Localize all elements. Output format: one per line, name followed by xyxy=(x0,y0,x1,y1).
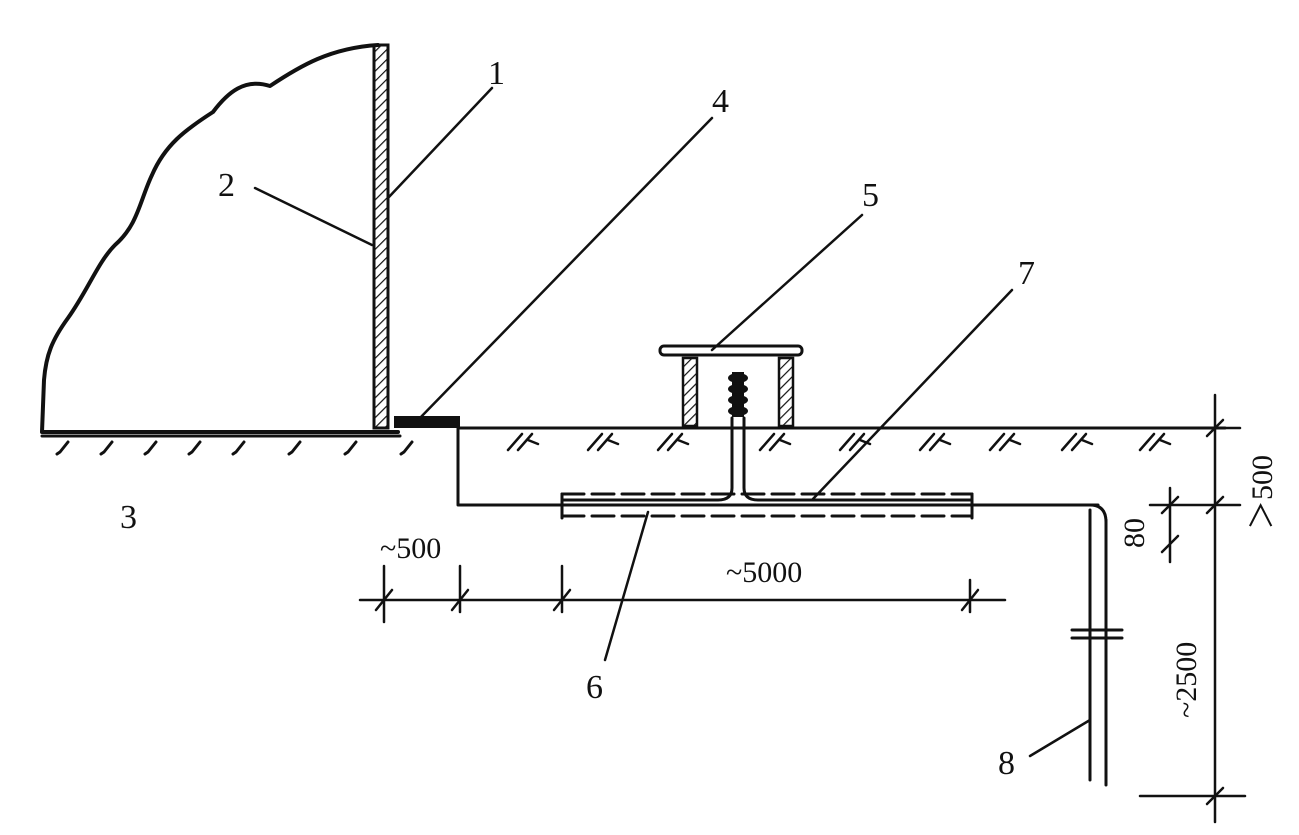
building-wall xyxy=(372,43,390,430)
foundation-marks xyxy=(55,440,414,456)
test-box xyxy=(658,344,804,428)
dashed-pipe xyxy=(560,492,974,520)
earth-conductor xyxy=(456,422,572,507)
test-clamp xyxy=(728,372,748,417)
callout-8: 8 xyxy=(998,745,1015,782)
ground-hatching xyxy=(506,432,1172,452)
dim-80: 80 xyxy=(1118,518,1151,548)
dim-2500: ~2500 xyxy=(1170,642,1203,718)
callout-1: 1 xyxy=(488,55,505,92)
horizontal-dimension xyxy=(358,564,1007,624)
callout-7: 7 xyxy=(1018,255,1035,292)
callout-4: 4 xyxy=(712,83,729,120)
dim-5000: ~5000 xyxy=(726,556,802,589)
callout-6: 6 xyxy=(586,669,603,706)
dim-500-left: ~500 xyxy=(380,532,441,565)
vertical-dimension xyxy=(1138,393,1247,824)
leader-lines xyxy=(253,86,1092,758)
connection-plate xyxy=(394,416,460,428)
down-conductor xyxy=(560,416,734,502)
ground-rod xyxy=(1070,508,1124,787)
building-outline xyxy=(40,43,400,434)
callout-2: 2 xyxy=(218,167,235,204)
callout-3: 3 xyxy=(120,499,137,536)
dim-500-right: ＞500 xyxy=(1246,455,1279,530)
callout-5: 5 xyxy=(862,177,879,214)
